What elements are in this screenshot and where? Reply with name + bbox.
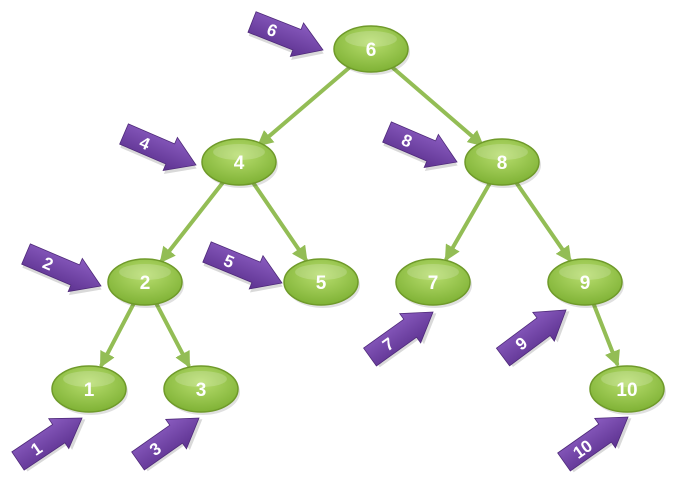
arrow-shape xyxy=(363,311,434,367)
tree-node-1: 1 xyxy=(51,365,128,415)
edge-n8-n7 xyxy=(444,177,494,262)
node-label: 10 xyxy=(616,380,637,401)
pointer-arrow-1: 1 xyxy=(11,417,86,472)
node-ellipse xyxy=(395,258,471,306)
node-ellipse xyxy=(547,258,623,306)
pointer-arrow-8: 8 xyxy=(382,121,458,172)
pointer-arrow-5: 5 xyxy=(202,241,283,293)
tree-node-7: 7 xyxy=(395,258,472,308)
node-highlight xyxy=(345,30,397,48)
arrow-shape xyxy=(495,309,567,367)
node-label: 9 xyxy=(580,273,591,294)
node-highlight xyxy=(295,263,347,281)
node-highlight xyxy=(601,370,653,388)
node-label: 3 xyxy=(196,380,207,401)
node-highlight xyxy=(476,143,528,161)
edge-n6-n8 xyxy=(384,60,484,147)
node-highlight xyxy=(559,263,611,281)
node-ellipse xyxy=(107,258,183,306)
tree-node-3: 3 xyxy=(163,365,240,415)
arrow-shape xyxy=(557,416,629,472)
node-ellipse xyxy=(283,258,359,306)
nodes: 6 4 8 2 5 7 9 1 3 10 xyxy=(51,25,666,415)
node-label: 6 xyxy=(366,40,377,61)
node-label: 8 xyxy=(497,153,508,174)
node-highlight xyxy=(213,143,265,161)
tree-node-5: 5 xyxy=(283,258,360,308)
edge-n9-n10 xyxy=(590,299,620,367)
arrow-shape xyxy=(21,243,102,293)
pointer-arrow-2: 2 xyxy=(21,243,102,296)
edge-n4-n2 xyxy=(159,176,229,264)
pointer-arrow-10: 10 xyxy=(557,416,632,473)
node-highlight xyxy=(119,263,171,281)
edges xyxy=(99,60,620,368)
arrow-shape xyxy=(131,417,200,471)
node-label: 5 xyxy=(316,273,327,294)
arrow-shape xyxy=(119,123,197,171)
edge-n8-n9 xyxy=(511,177,572,263)
node-highlight xyxy=(407,263,459,281)
edge-n4-n5 xyxy=(248,177,308,263)
edge-n2-n1 xyxy=(99,298,138,368)
tree-node-8: 8 xyxy=(464,138,541,188)
pointer-arrow-4: 4 xyxy=(119,123,197,175)
pointer-arrow-3: 3 xyxy=(131,417,203,472)
pointer-arrow-6: 6 xyxy=(247,11,324,60)
tree-node-2: 2 xyxy=(107,258,184,308)
tree-node-4: 4 xyxy=(201,138,278,188)
node-ellipse xyxy=(589,365,665,413)
node-highlight xyxy=(63,370,115,388)
tree-node-6: 6 xyxy=(333,25,410,75)
arrow-shape xyxy=(382,121,458,169)
node-label: 1 xyxy=(84,380,95,401)
arrow-shape xyxy=(247,11,324,58)
node-label: 2 xyxy=(140,273,151,294)
pointer-arrow-7: 7 xyxy=(363,311,437,368)
node-highlight xyxy=(175,370,227,388)
pointer-arrow-9: 9 xyxy=(495,309,570,368)
arrow-shape xyxy=(202,241,283,290)
node-ellipse xyxy=(201,138,277,186)
node-ellipse xyxy=(51,365,127,413)
node-ellipse xyxy=(464,138,540,186)
node-ellipse xyxy=(163,365,239,413)
arrow-shape xyxy=(11,417,83,471)
tree-node-9: 9 xyxy=(547,258,624,308)
node-label: 7 xyxy=(428,273,439,294)
node-label: 4 xyxy=(234,153,245,174)
edge-n2-n3 xyxy=(152,298,191,368)
tree-node-10: 10 xyxy=(589,365,666,415)
node-ellipse xyxy=(333,25,409,73)
edge-n6-n4 xyxy=(257,60,358,147)
